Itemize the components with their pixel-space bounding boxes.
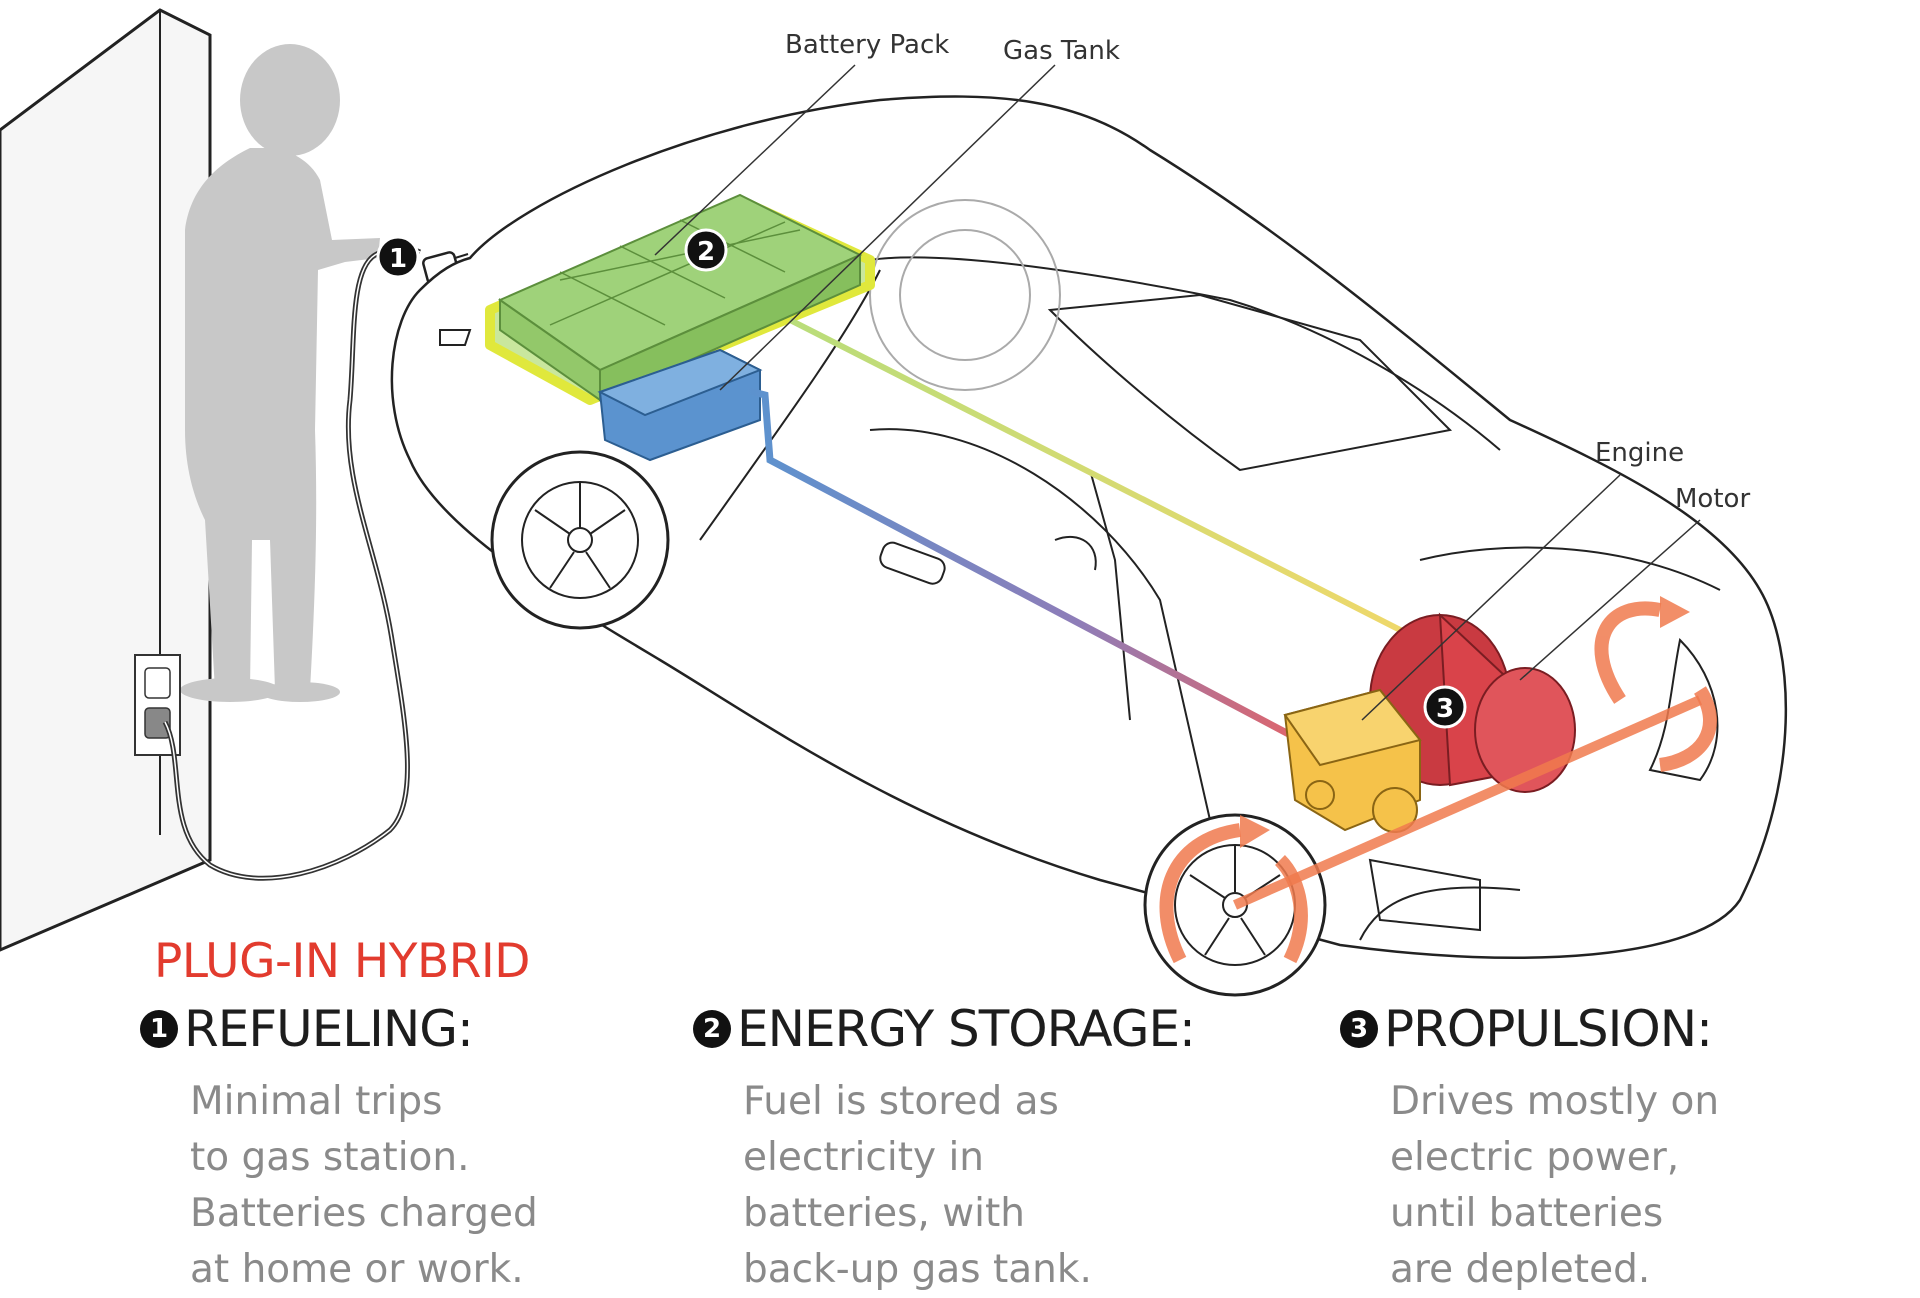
section-line: Fuel is stored as [743,1079,1059,1124]
diagram-title: PLUG-IN HYBRID [154,934,530,989]
section-heading: ENERGY STORAGE: [737,1000,1196,1058]
marker-2: 2 [684,228,728,272]
section-line: Minimal trips [190,1079,443,1124]
section-line: electric power, [1390,1135,1680,1180]
engine [1283,688,1422,833]
section-line: until batteries [1390,1191,1664,1236]
marker-3: 3 [1423,685,1467,729]
section-energy-storage: 2 ENERGY STORAGE: Fuel is stored as elec… [693,1000,1253,1298]
electric-line [788,317,1422,643]
section-number-badge: 3 [1340,1010,1378,1048]
engine-label: Engine [1595,438,1685,468]
gas-tank [597,348,763,462]
section-propulsion: 3 PROPULSION: Drives mostly on electric … [1340,1000,1900,1298]
section-number-badge: 2 [693,1010,731,1048]
motor-label: Motor [1675,484,1751,514]
svg-text:1: 1 [389,244,407,274]
section-refueling: 1 REFUELING: Minimal trips to gas statio… [140,1000,700,1298]
section-number-badge: 1 [140,1010,178,1048]
section-line: Drives mostly on [1390,1079,1720,1124]
wheel-rotation-arrow-icon [1159,601,1717,964]
battery-pack-label: Battery Pack [785,30,950,60]
section-line: at home or work. [190,1247,524,1292]
section-line: back-up gas tank. [743,1247,1092,1292]
svg-text:2: 2 [697,237,715,267]
leader-lines [654,64,1701,721]
marker-1: 1 [376,235,420,279]
section-heading: REFUELING: [184,1000,474,1058]
fuel-line [744,386,1302,744]
person-silhouette-icon [180,44,380,702]
rear-wheel [490,450,670,630]
gas-tank-label: Gas Tank [1003,36,1120,66]
section-line: batteries, with [743,1191,1025,1236]
section-line: electricity in [743,1135,985,1180]
section-heading: PROPULSION: [1384,1000,1713,1058]
section-line: Batteries charged [190,1191,538,1236]
rear-wheel-far [869,199,1061,391]
svg-text:3: 3 [1436,694,1454,724]
drive-shaft [1232,695,1703,910]
section-line: to gas station. [190,1135,470,1180]
section-line: are depleted. [1390,1247,1651,1292]
battery-pack [485,193,875,405]
